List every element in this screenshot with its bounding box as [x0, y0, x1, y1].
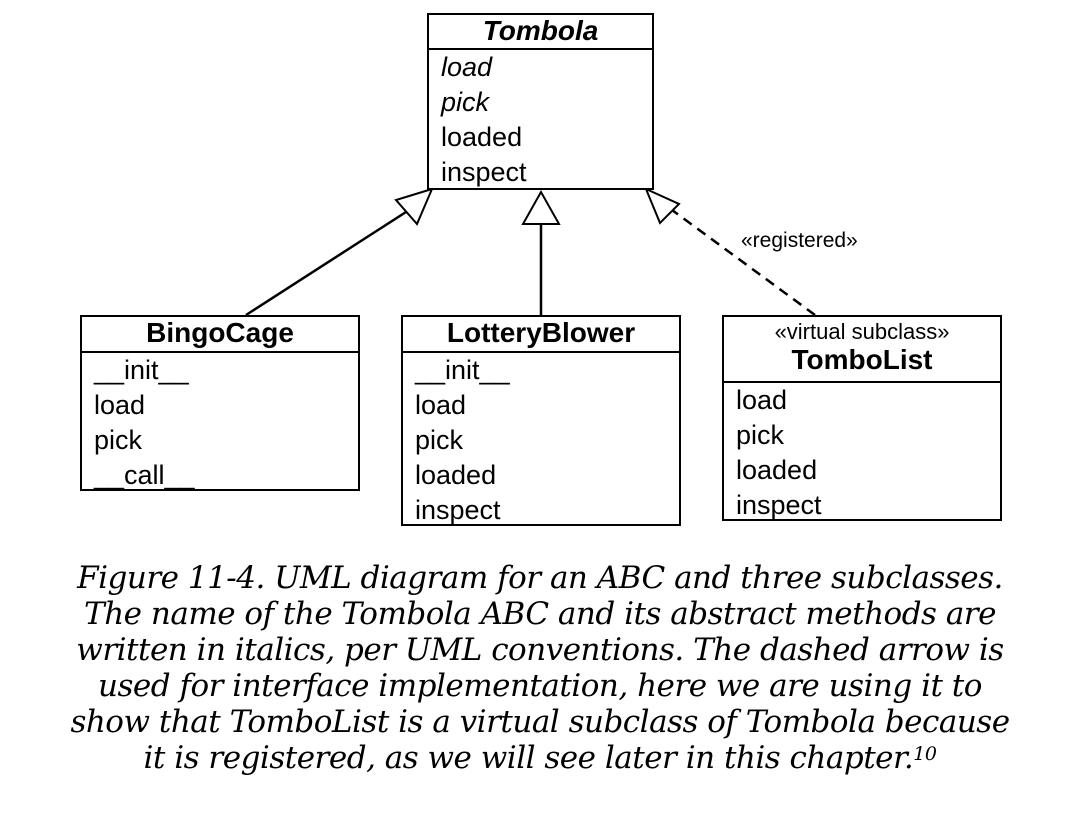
method: loaded: [415, 460, 497, 490]
class-header: «virtual subclass» TomboList: [724, 317, 1000, 383]
class-box-lotteryblower: LotteryBlower __init__ load pick loaded …: [401, 315, 681, 526]
method: inspect: [415, 495, 501, 525]
caption-text: Figure 11-4. UML diagram for an ABC and …: [70, 560, 1010, 776]
method: pick: [415, 425, 464, 455]
class-stereotype: «virtual subclass»: [774, 319, 950, 344]
class-header: Tombola: [429, 15, 652, 50]
method: pick: [736, 420, 785, 450]
method-list: load pick loaded inspect: [724, 383, 1000, 523]
registered-edge-label: «registered»: [741, 229, 858, 252]
method: __init__: [94, 355, 189, 385]
method: __call__: [94, 460, 195, 490]
abstract-method: pick: [441, 87, 490, 117]
footnote-marker: 10: [913, 743, 937, 765]
method-list: __init__ load pick loaded inspect: [403, 353, 679, 528]
class-header: LotteryBlower: [403, 317, 679, 353]
method: loaded: [441, 122, 523, 152]
method: loaded: [736, 455, 818, 485]
class-box-tombola: Tombola load pick loaded inspect: [427, 13, 654, 190]
edge-bingocage-tombola: [245, 210, 407, 317]
method: pick: [94, 425, 143, 455]
method: __init__: [415, 355, 510, 385]
method: load: [736, 385, 788, 415]
method: inspect: [441, 157, 527, 187]
edge-tombolist-tombola-arrowhead: [644, 187, 681, 225]
class-name: Tombola: [482, 15, 599, 46]
edge-lotteryblower-tombola-arrowhead: [521, 189, 561, 225]
figure-caption: Figure 11-4. UML diagram for an ABC and …: [60, 560, 1020, 776]
edge-tombolist-tombola: [671, 208, 816, 317]
method-list: load pick loaded inspect: [429, 50, 652, 190]
class-box-bingocage: BingoCage __init__ load pick __call__: [80, 315, 360, 491]
method: load: [94, 390, 146, 420]
method: load: [415, 390, 467, 420]
abstract-method: load: [441, 52, 493, 82]
method-list: __init__ load pick __call__: [82, 353, 358, 493]
edge-bingocage-tombola-arrowhead: [394, 187, 434, 226]
class-name: BingoCage: [146, 317, 294, 348]
class-box-tombolist: «virtual subclass» TomboList load pick l…: [722, 315, 1002, 521]
class-name: TomboList: [791, 344, 933, 375]
class-name: LotteryBlower: [446, 317, 636, 348]
class-header: BingoCage: [82, 317, 358, 353]
method: inspect: [736, 490, 822, 520]
